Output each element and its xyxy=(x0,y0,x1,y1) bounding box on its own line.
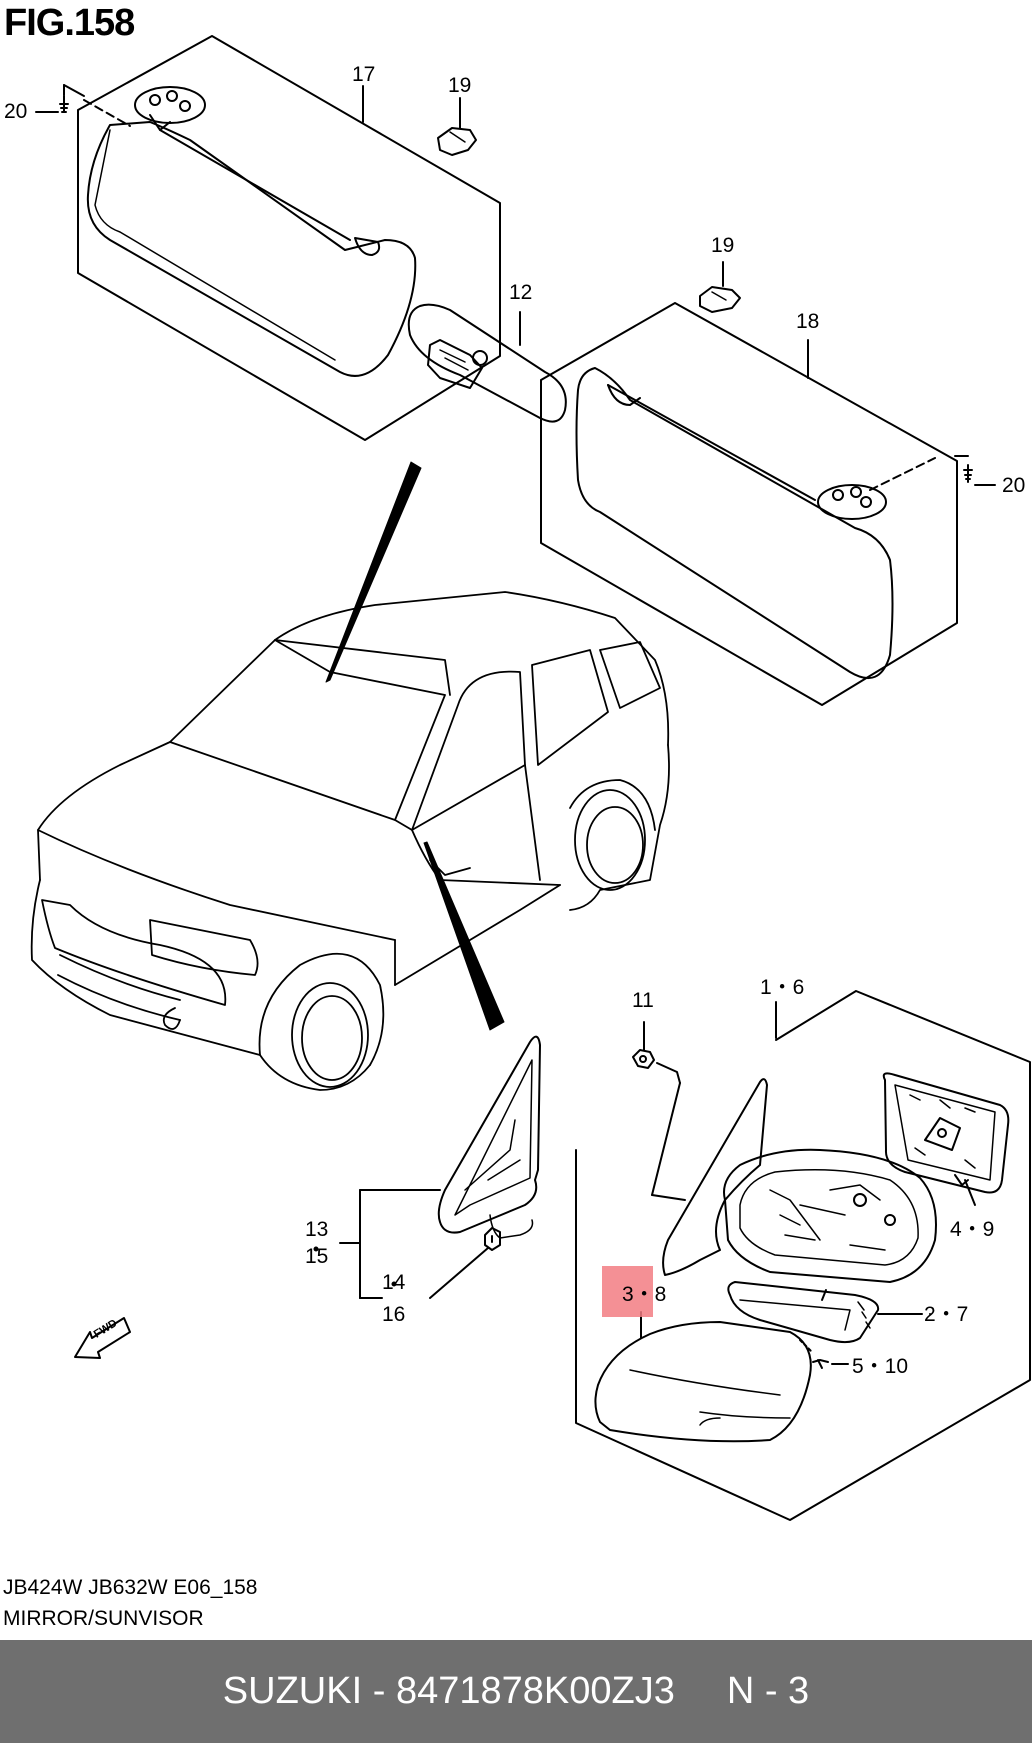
screw-right xyxy=(963,464,973,483)
left-sunvisor-box xyxy=(77,35,501,441)
vehicle-outline xyxy=(30,591,670,1091)
screw-left xyxy=(59,95,69,113)
mirror-housing xyxy=(723,1148,937,1283)
callout-18: 18 xyxy=(796,310,820,333)
highlight-marker xyxy=(602,1266,653,1317)
footer-part-number: 8471878K00ZJ3 xyxy=(395,1670,675,1712)
pointer-wedge-visor xyxy=(325,461,422,683)
clip-19-mid xyxy=(699,261,741,313)
callout-1-6: 1・6 xyxy=(760,976,805,999)
right-sunvisor-panel xyxy=(575,367,894,680)
left-sunvisor-group xyxy=(35,35,501,441)
figure-title: FIG.158 xyxy=(4,2,135,44)
door-mirror-box xyxy=(575,990,1031,1521)
footer-text: SUZUKI - 8471878K00ZJ3 N - 3 xyxy=(0,1640,1032,1743)
footer-brand: SUZUKI xyxy=(222,1670,363,1712)
callout-2-7: 2・7 xyxy=(924,1303,969,1326)
mirror-base-bracket xyxy=(313,1035,541,1299)
footer-page: N - 3 xyxy=(726,1670,810,1712)
pointer-wedge-mirror xyxy=(423,841,505,1031)
left-sunvisor-panel xyxy=(86,121,417,377)
callout-4-9: 4・9 xyxy=(950,1218,995,1241)
right-sunvisor-box xyxy=(540,302,958,706)
callout-19-top: 19 xyxy=(448,74,472,97)
callout-16: 16 xyxy=(382,1303,406,1326)
parts-diagram xyxy=(30,35,1031,1521)
footer-separator: - xyxy=(362,1670,396,1712)
footer-bar: SUZUKI - 8471878K00ZJ3 N - 3 xyxy=(0,1640,1032,1743)
door-mirror-group xyxy=(575,990,1031,1521)
callout-15: 15 xyxy=(305,1245,329,1268)
callout-19-mid: 19 xyxy=(711,234,735,257)
callout-20-right: 20 xyxy=(1002,474,1026,497)
fwd-arrow-icon xyxy=(74,1317,131,1359)
nut-11 xyxy=(632,1049,655,1069)
callout-17: 17 xyxy=(352,63,376,86)
rear-view-mirror xyxy=(407,303,567,423)
callout-11: 11 xyxy=(632,989,654,1012)
mirror-shell xyxy=(662,1078,768,1276)
callout-3-8: 3・8 xyxy=(622,1283,667,1306)
screw-5-10 xyxy=(812,1359,829,1369)
hinge-plate-right xyxy=(817,484,887,520)
callout-14: 14 xyxy=(382,1271,406,1294)
bolt-14-16 xyxy=(484,1227,501,1251)
callout-5-10: 5・10 xyxy=(852,1355,909,1378)
diagram-code: JB424W JB632W E06_158 xyxy=(3,1576,258,1599)
right-sunvisor-group xyxy=(540,302,996,706)
clip-19-top xyxy=(437,97,477,156)
glass-backing-plate xyxy=(882,1072,1010,1194)
callout-20-left: 20 xyxy=(4,100,28,123)
callout-12: 12 xyxy=(509,281,533,304)
callout-13: 13 xyxy=(305,1218,329,1241)
mirror-cover xyxy=(594,1321,812,1443)
diagram-caption: MIRROR/SUNVISOR xyxy=(3,1607,204,1630)
turn-signal-lamp xyxy=(727,1281,880,1344)
